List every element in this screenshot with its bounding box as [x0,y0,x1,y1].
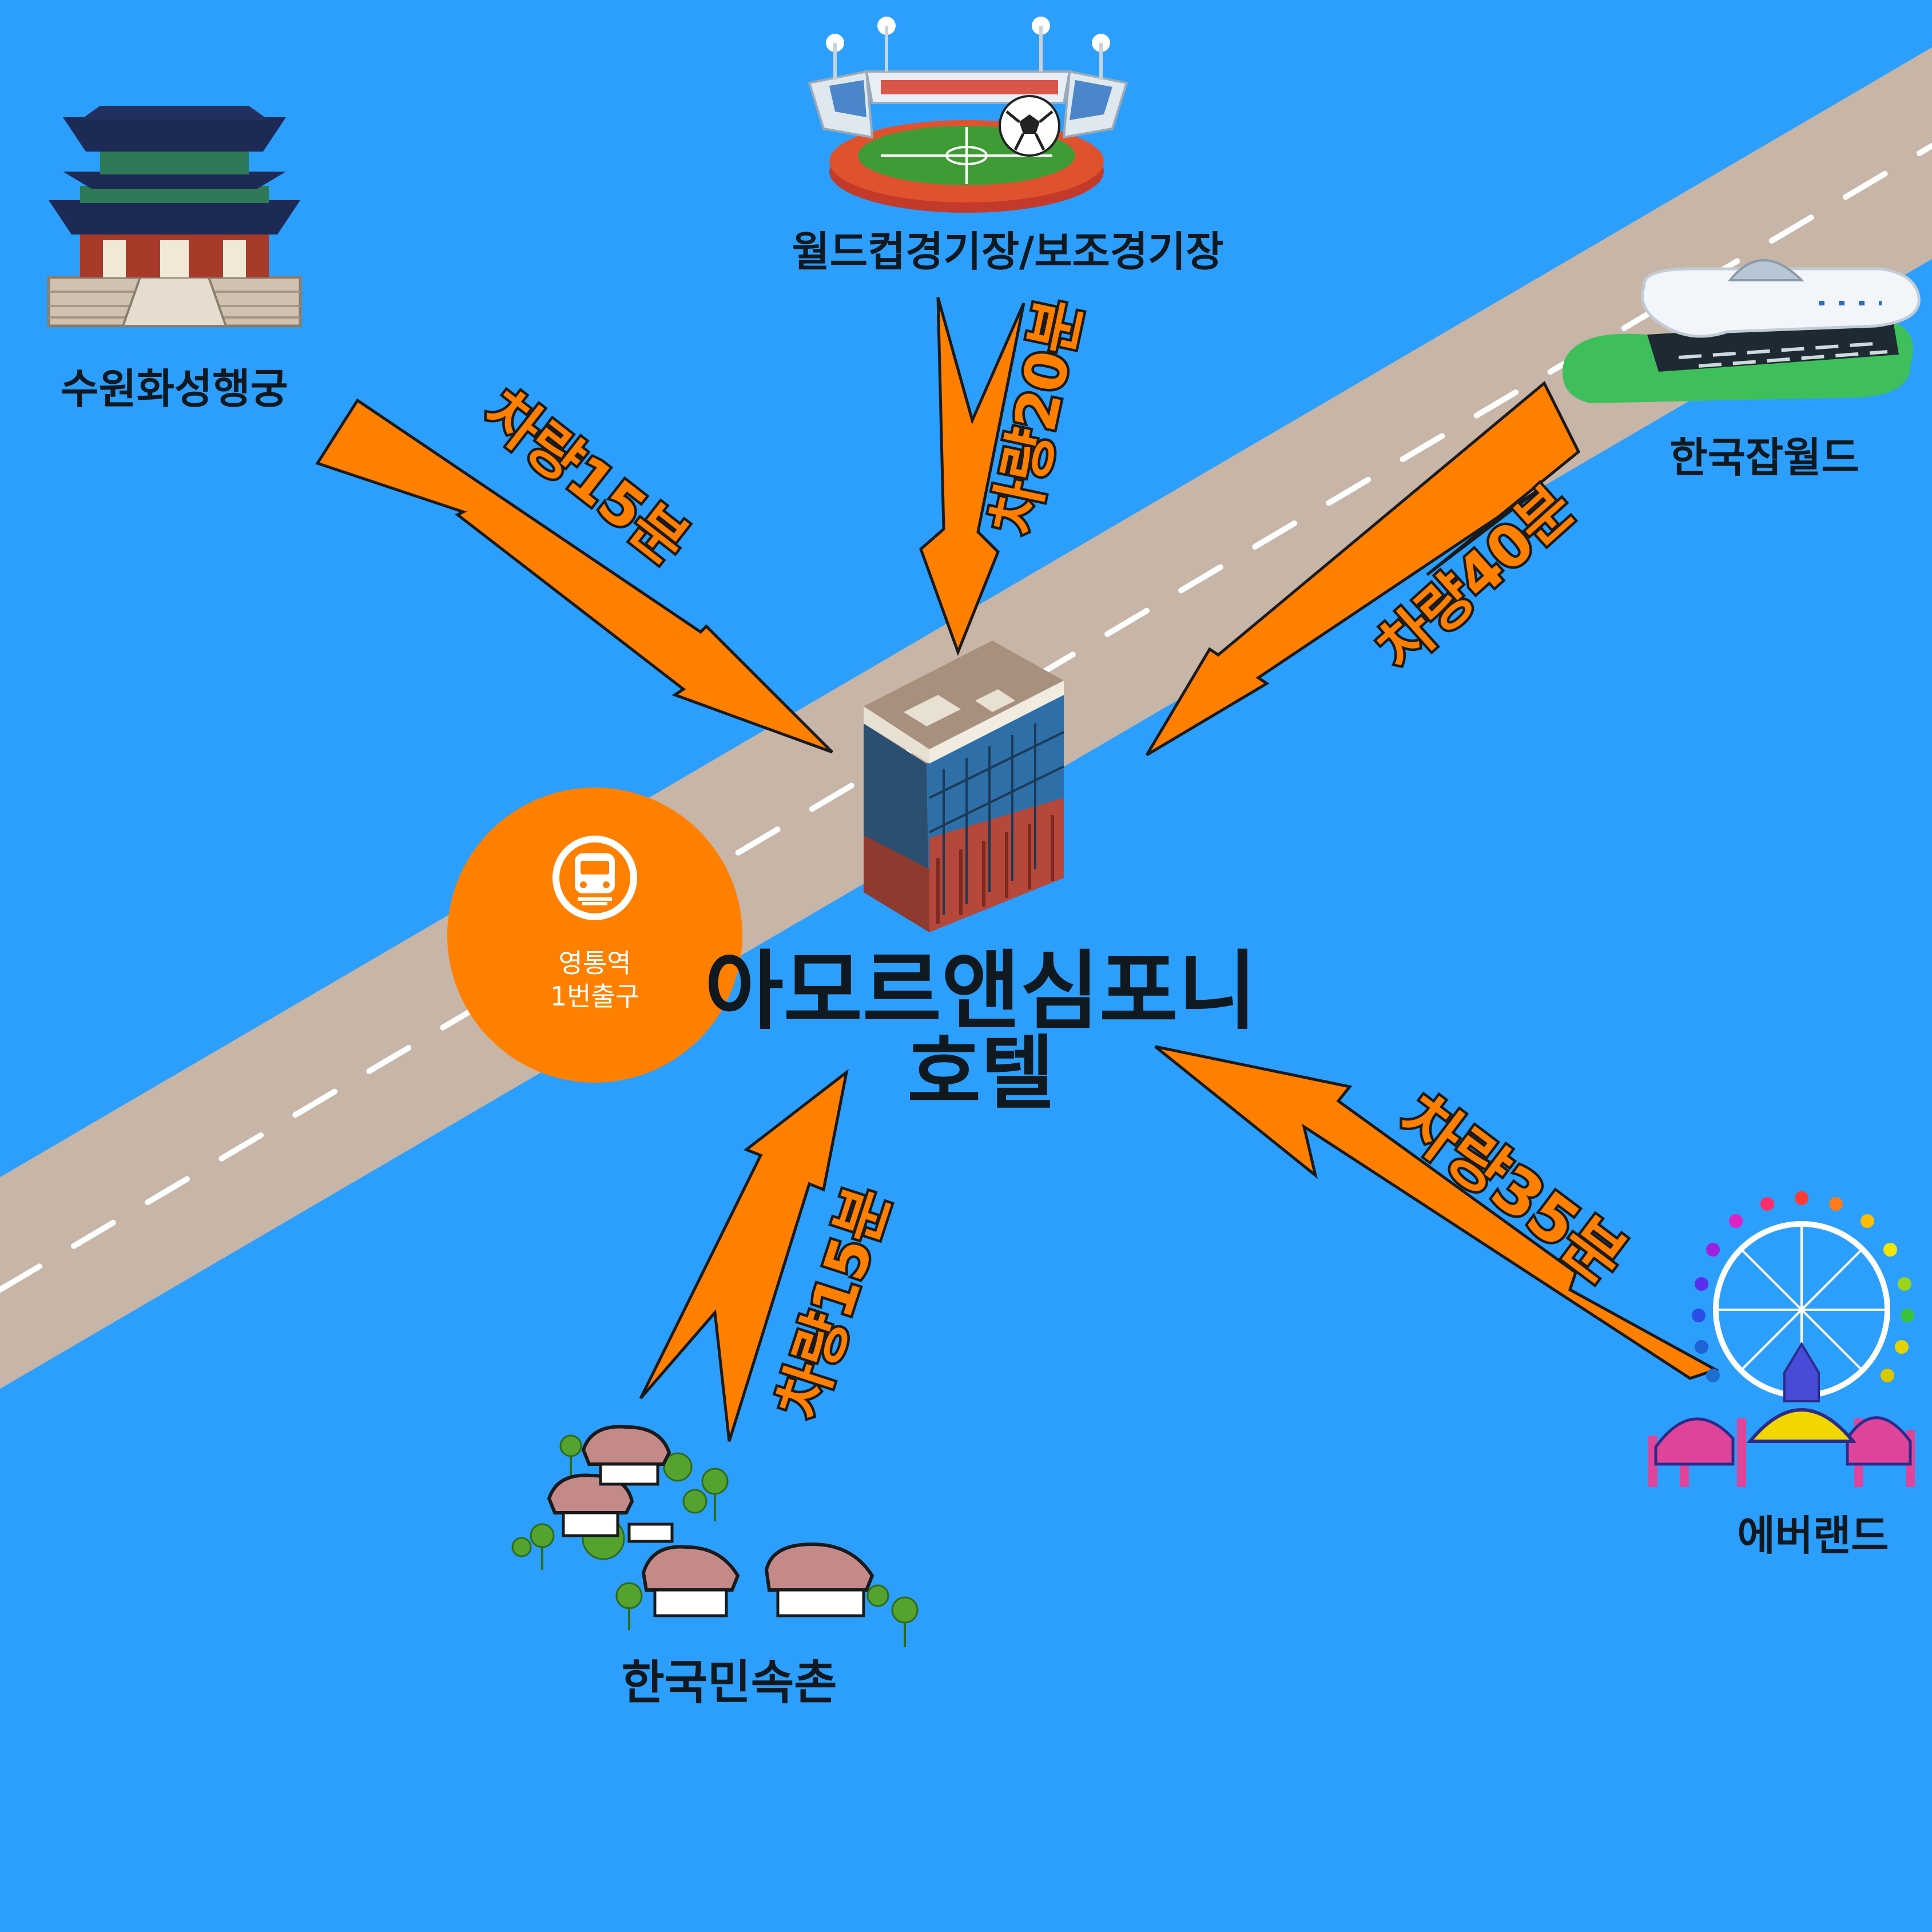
hotel-name-line1: 아모르앤심포니 [705,942,1257,1041]
ferris-wheel-icon [1648,1191,1915,1487]
station-exit: 1번출구 [550,981,639,1012]
label-jobworld: 한국잡월드 [1669,434,1859,482]
hotel-title: 아모르앤심포니 호텔 [705,942,1257,1120]
palace-icon [47,106,302,328]
arrow-folkvillage [639,1068,849,1442]
label-folkvillage: 한국민속촌 [621,1656,837,1710]
hotel-building-icon [864,641,1064,932]
ferris-wheel-gondolas [1692,1191,1914,1382]
label-hwaseong: 수원화성행궁 [61,365,288,413]
dome-building-icon [1563,259,1921,403]
folk-village-icon [511,1425,919,1647]
train-icon [552,836,637,920]
arrow-worldcup [919,297,1025,657]
station-marker: 영통역 1번출구 [447,788,742,1083]
station-name: 영통역 [559,948,631,979]
label-everland: 에버랜드 [1738,1512,1889,1560]
hotel-name-line2: 호텔 [907,1027,1055,1120]
landmark-labels: 수원화성행궁 월드컵경기장/보조경기장 한국잡월드 에버랜드 한국민속촌 [61,228,1889,1710]
arrow-everland [1154,1045,1720,1380]
arrows [315,297,1720,1442]
arrow-hwaseong [315,398,833,754]
arrow-jobworld [1145,381,1581,757]
stadium-icon [808,17,1128,213]
label-worldcup: 월드컵경기장/보조경기장 [792,228,1224,276]
